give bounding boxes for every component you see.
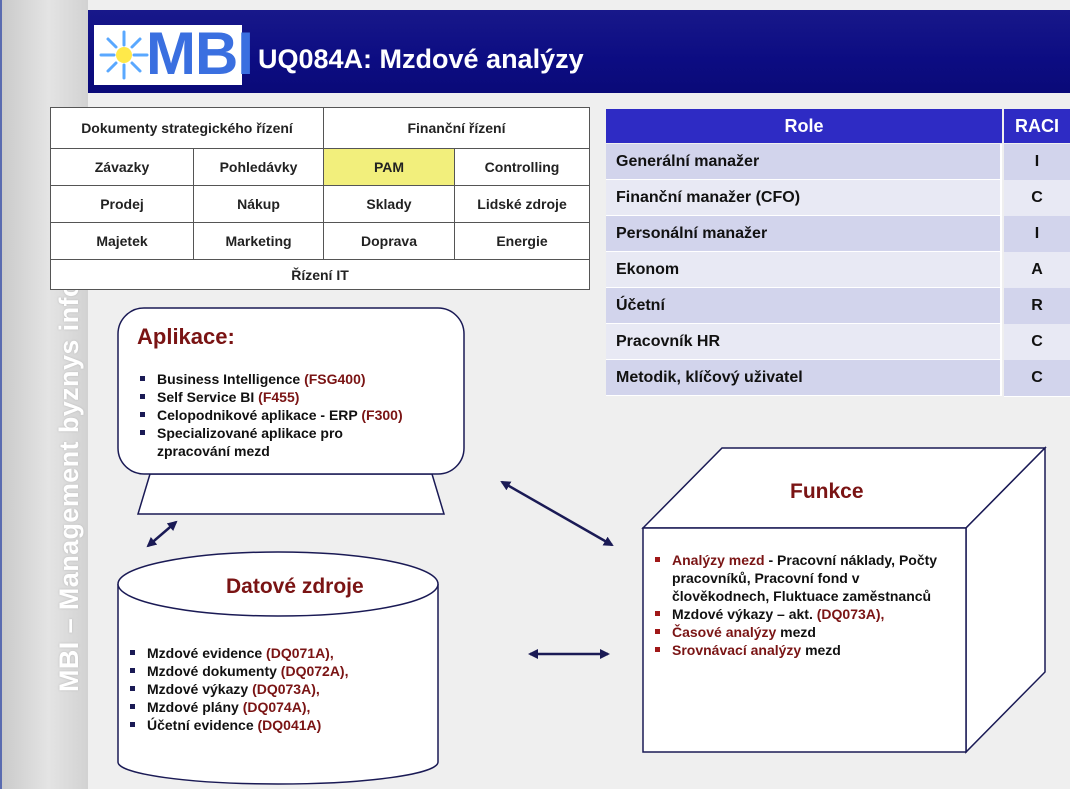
list-item: Mzdové výkazy – akt. (DQ073A), [652,605,942,623]
raci-value: R [1004,288,1070,325]
raci-role: Metodik, klíčový uživatel [606,360,1002,396]
list-item: Mzdové výkazy (DQ073A), [127,680,427,698]
grid-cell: Řízení IT [50,259,590,290]
raci-role: Generální manažer [606,144,1002,180]
raci-row: Pracovník HR C [606,324,1070,361]
datove-zdroje-list: Mzdové evidence (DQ071A), Mzdové dokumen… [127,644,427,734]
process-grid: Dokumenty strategického řízení Finanční … [50,107,590,290]
list-item: Self Service BI (F455) [137,388,457,406]
raci-value: I [1004,144,1070,181]
list-item: Mzdové dokumenty (DQ072A), [127,662,427,680]
list-item: Mzdové evidence (DQ071A), [127,644,427,662]
funkce-list: Analýzy mezd - Pracovní náklady, Počty p… [652,551,942,659]
database-cylinder [117,584,439,785]
grid-cell: Prodej [50,185,194,223]
grid-cell: Sklady [323,185,455,223]
raci-role: Personální manažer [606,216,1002,252]
list-item: Srovnávací analýzy mezd [652,641,942,659]
grid-cell: Energie [454,222,590,260]
grid-cell-highlighted: PAM [323,148,455,186]
raci-role: Ekonom [606,252,1002,288]
grid-cell: Marketing [193,222,324,260]
sun-icon [99,30,149,80]
aplikace-title: Aplikace: [137,324,235,349]
list-item: Účetní evidence (DQ041A) [127,716,427,734]
raci-header-raci: RACI [1004,109,1070,143]
raci-row: Finanční manažer (CFO) C [606,180,1070,217]
header-bar [88,10,1070,93]
aplikace-list: Business Intelligence (FSG400) Self Serv… [137,370,457,460]
list-item: Celopodnikové aplikace - ERP (F300) [137,406,457,424]
raci-row: Metodik, klíčový uživatel C [606,360,1070,397]
list-item: Časové analýzy mezd [652,623,942,641]
grid-cell: Dokumenty strategického řízení [50,107,324,149]
grid-cell: Doprava [323,222,455,260]
raci-table: Role RACI Generální manažer I Finanční m… [606,109,1070,399]
funkce-title: Funkce [790,480,864,503]
raci-row: Účetní R [606,288,1070,325]
raci-role: Pracovník HR [606,324,1002,360]
cube-front [642,527,967,753]
raci-row: Personální manažer I [606,216,1070,253]
monitor-screen [117,307,465,475]
arrow-app-data [146,520,178,548]
list-item: Specializované aplikace pro zpracování m… [137,424,397,460]
list-item: Analýzy mezd - Pracovní náklady, Počty p… [652,551,942,605]
database-cylinder-top [117,551,439,617]
raci-row: Generální manažer I [606,144,1070,181]
left-border [0,0,2,789]
page-title: UQ084A: Mzdové analýzy [258,44,584,74]
logo-text: MBI [146,20,254,87]
arrow-app-funkce [500,480,614,547]
list-item: Business Intelligence (FSG400) [137,370,457,388]
raci-row: Ekonom A [606,252,1070,289]
raci-value: C [1004,360,1070,397]
logo: MBI [94,20,254,87]
raci-role: Účetní [606,288,1002,324]
grid-cell: Pohledávky [193,148,324,186]
raci-role: Finanční manažer (CFO) [606,180,1002,216]
datove-zdroje-title: Datové zdroje [226,575,364,598]
list-item: Mzdové plány (DQ074A), [127,698,427,716]
raci-header-role: Role [606,109,1002,143]
monitor-stand [136,473,446,515]
